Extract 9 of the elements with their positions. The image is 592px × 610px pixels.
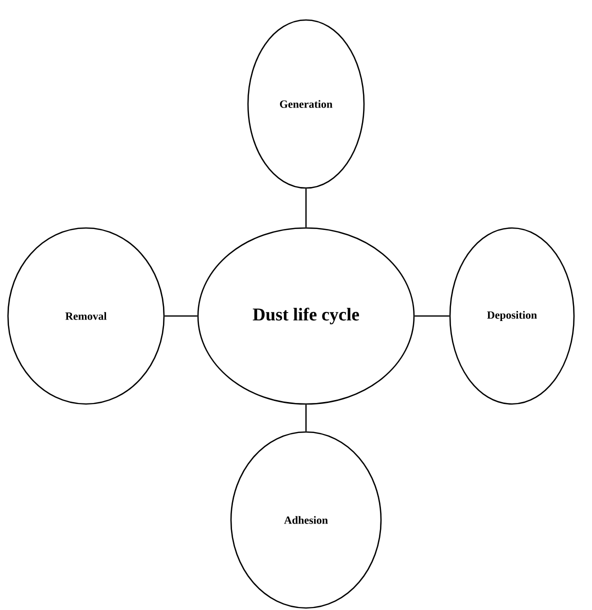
- connector-line: [414, 315, 450, 317]
- connector-line: [305, 188, 307, 228]
- ellipse-node: Adhesion: [230, 431, 382, 609]
- ellipse-node: Deposition: [449, 227, 575, 405]
- ellipse-node: Dust life cycle: [197, 227, 415, 405]
- connector-line: [164, 315, 198, 317]
- ellipse-node: Removal: [7, 227, 165, 405]
- connector-line: [305, 404, 307, 432]
- ellipse-node: Generation: [247, 19, 365, 189]
